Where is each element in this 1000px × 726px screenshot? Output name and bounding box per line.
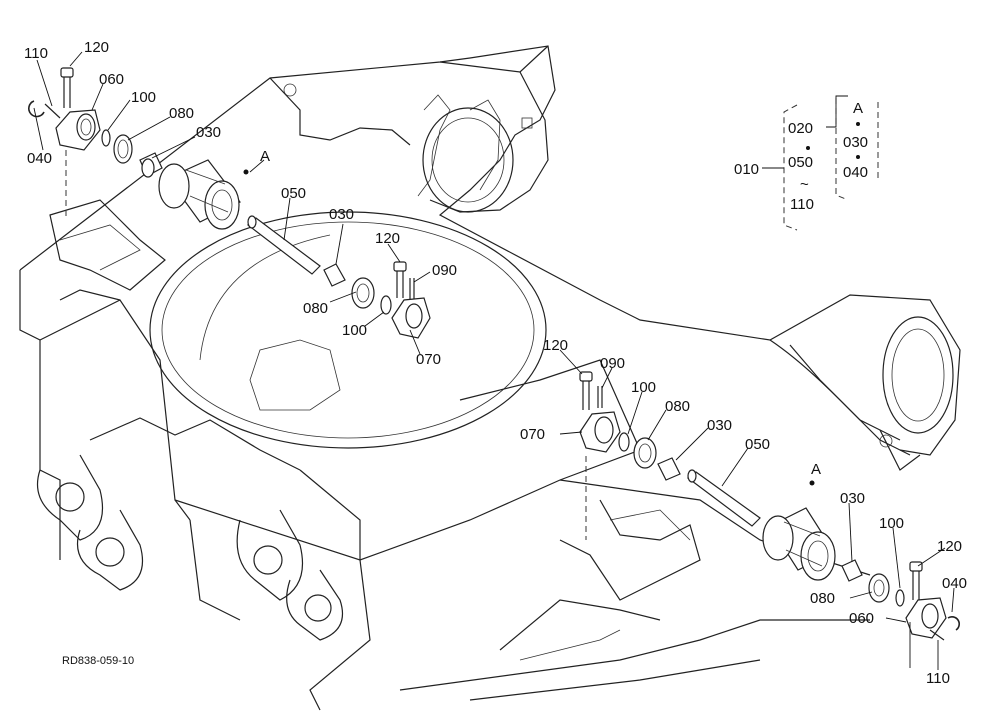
legend-range-020: 020 bbox=[788, 120, 813, 137]
callout-050-mid: 050 bbox=[281, 185, 306, 202]
callout-100-right: 100 bbox=[879, 515, 904, 532]
callout-030-top: 030 bbox=[196, 124, 221, 141]
legend-assembly-010: 010 bbox=[734, 161, 759, 178]
marker-dot-a-top bbox=[243, 169, 249, 175]
legend-sub-040: 040 bbox=[843, 164, 868, 181]
callout-a-low: A bbox=[811, 461, 821, 478]
callout-060-right: 060 bbox=[849, 610, 874, 627]
callout-120-right: 120 bbox=[937, 538, 962, 555]
callout-060-top: 060 bbox=[99, 71, 124, 88]
callout-100-mid: 100 bbox=[342, 322, 367, 339]
legend-dot-3 bbox=[856, 155, 860, 159]
callout-090-mid: 090 bbox=[432, 262, 457, 279]
callout-030-mid: 030 bbox=[329, 206, 354, 223]
callout-labels: 110 120 060 100 080 030 040 A 050 030 12… bbox=[24, 39, 967, 687]
callout-050-low: 050 bbox=[745, 436, 770, 453]
assembly-legend: 010 020 050 ~ 110 A 030 040 bbox=[734, 95, 879, 231]
callout-080-top: 080 bbox=[169, 105, 194, 122]
leader-lines bbox=[33, 51, 955, 670]
legend-range-tilde: ~ bbox=[800, 176, 809, 193]
callout-120-mid: 120 bbox=[375, 230, 400, 247]
callout-a-top: A bbox=[260, 148, 270, 165]
callout-100-top: 100 bbox=[131, 89, 156, 106]
callout-030-low: 030 bbox=[707, 417, 732, 434]
callout-040-right: 040 bbox=[942, 575, 967, 592]
callout-080-low: 080 bbox=[665, 398, 690, 415]
callout-110-top: 110 bbox=[24, 45, 48, 62]
lower-cylinder-assembly bbox=[579, 371, 960, 641]
legend-dot-2 bbox=[856, 122, 860, 126]
marker-dot-a-low bbox=[809, 480, 815, 486]
callout-090-low: 090 bbox=[600, 355, 625, 372]
callout-030-right: 030 bbox=[840, 490, 865, 507]
callout-110-right: 110 bbox=[926, 670, 950, 687]
frame-drawing bbox=[19, 45, 961, 711]
upper-cylinder-assembly bbox=[28, 67, 431, 339]
callout-120-low: 120 bbox=[543, 337, 568, 354]
legend-range-050: 050 bbox=[788, 154, 813, 171]
callout-120-top: 120 bbox=[84, 39, 109, 56]
legend-range-110: 110 bbox=[790, 196, 814, 213]
legend-dot-1 bbox=[806, 146, 810, 150]
drawing-id: RD838-059-10 bbox=[62, 655, 134, 667]
callout-040-top: 040 bbox=[27, 150, 52, 167]
callout-070-mid: 070 bbox=[416, 351, 441, 368]
callout-070-low: 070 bbox=[520, 426, 545, 443]
legend-sub-030: 030 bbox=[843, 134, 868, 151]
callout-100-low: 100 bbox=[631, 379, 656, 396]
callout-080-right: 080 bbox=[810, 590, 835, 607]
legend-a: A bbox=[853, 100, 863, 117]
callout-080-mid: 080 bbox=[303, 300, 328, 317]
